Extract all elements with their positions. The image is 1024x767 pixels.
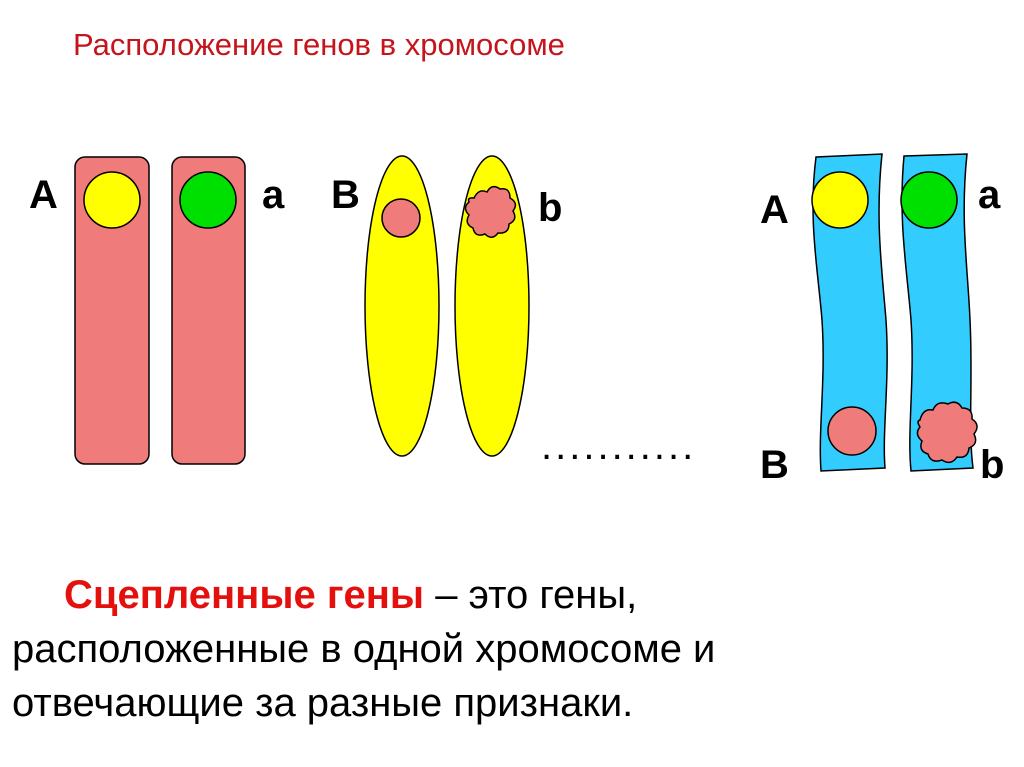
definition-line-3: отвечающие за разные признаки. (12, 681, 634, 725)
gene-recessive-a-linked (900, 171, 958, 229)
definition-rest: – это гены, (424, 573, 638, 617)
chromosome-blue-left (812, 153, 888, 472)
gene-dominant-b (381, 198, 421, 238)
definition-term: Сцепленные гены (64, 573, 425, 617)
label-a-group1: a (262, 173, 285, 217)
slide-title: Расположение генов в хромосоме (73, 27, 565, 62)
chromosome-yellow-left (364, 155, 440, 457)
definition-text: Сцепленные гены – это гены, расположенны… (12, 568, 1012, 730)
gene-dominant-b-linked (827, 406, 877, 456)
gene-dominant-a (83, 171, 141, 229)
ellipsis-separator: ........... (541, 424, 697, 468)
label-B-group2: B (331, 173, 360, 217)
label-b-group2: b (538, 186, 562, 230)
chromosome-blue-right (901, 153, 974, 472)
label-A-group3: A (760, 188, 789, 232)
definition-line-2: расположенные в одной хромосоме и (12, 627, 716, 671)
label-a-group3: a (978, 173, 1001, 217)
chromosome-pair-2: B b (331, 155, 562, 457)
gene-dominant-a-linked (811, 171, 869, 229)
label-A-group1: A (29, 173, 58, 217)
label-B-group3: B (760, 443, 789, 487)
chromosome-red-left (74, 156, 150, 465)
label-b-group3: b (980, 443, 1004, 487)
chromosome-pair-1: A a (29, 156, 285, 465)
gene-recessive-b-linked (916, 401, 978, 464)
gene-recessive-b (464, 185, 517, 238)
chromosome-pair-3: A a B b (760, 153, 1004, 487)
chromosome-red-right (171, 156, 246, 465)
gene-recessive-a (179, 171, 237, 229)
